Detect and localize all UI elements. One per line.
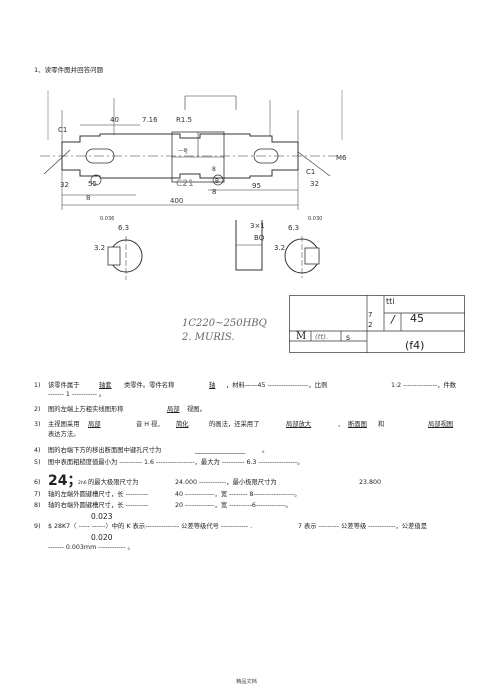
dim-c1-right: C1 <box>306 168 315 176</box>
part-drawing: 40 7.16 R1.5 C1 32 55 8 400 95 C1 32 M6 … <box>40 90 347 280</box>
q4-text-c: 。 <box>262 447 269 454</box>
tb-s: s <box>346 333 351 342</box>
tb-f4: (f4) <box>405 339 425 352</box>
q6-big-number: 24； <box>48 473 82 489</box>
q1-text-e: ，材料——45 ------------------，比例 <box>226 382 328 389</box>
q3-answer-5: 局部视图 <box>428 421 454 428</box>
q6-text-b: 24.000 ------------，最小极限尺寸为 <box>175 479 277 486</box>
q6-text-c: 23.800 <box>359 479 382 486</box>
q9-num: 9) <box>34 523 41 530</box>
dim-8-center: 8 <box>212 166 216 173</box>
q3-text-e: 的画法，还采用了 <box>209 421 260 428</box>
q9-upper-tol: 0.023 <box>91 512 113 521</box>
note-hardness: 1C220~250HBQ <box>182 318 267 329</box>
q8-text-b: 20 -------------，宽 ----------6----------… <box>175 502 292 509</box>
q3-text-i: 和 <box>378 421 385 428</box>
q8-num: 8) <box>34 502 41 509</box>
q3-answer-3: 局部放大 <box>286 421 312 428</box>
dim-7-16: 7.16 <box>142 116 158 124</box>
q3-text-c: 音 H 视， <box>136 421 164 428</box>
q3-text-a: 主视图采用 <box>48 421 80 428</box>
q7-num: 7) <box>34 491 41 498</box>
q1-text-a: 该零件属于 <box>48 382 80 389</box>
tb-m: M <box>296 331 307 342</box>
q9-text-b: 7 表示 --------- 公差等级 ------------，公差值是 <box>298 523 427 530</box>
q1-text-g: ------- 1 ----------- 。 <box>48 391 106 398</box>
q4-text-a: 图的右端下方的移出断面图中键孔尺寸为 <box>48 447 162 454</box>
q7-text-b: 40 -------------，宽 -------- 8-----------… <box>175 491 301 498</box>
tb-tt: (tt). <box>315 333 329 341</box>
dim-55: 55 <box>88 180 97 188</box>
q3-text-k: 表达方法。 <box>48 431 80 438</box>
note-muris: 2. MURIS. <box>182 332 235 343</box>
q6-small-sub: 2h6 <box>78 481 87 486</box>
dim-8-right: 8 <box>212 188 216 196</box>
title-block <box>289 295 465 353</box>
q9-text-c: ------- 0.003mm ------------ 。 <box>48 544 134 551</box>
marker-b: B <box>215 178 219 185</box>
footer-label: 精品文档 <box>236 679 257 685</box>
tb-45: 45 <box>410 312 424 325</box>
q5-num: 5) <box>34 459 41 466</box>
q1-text-c: 类零件。零件名称 <box>124 382 175 389</box>
q6-num: 6) <box>34 479 41 486</box>
dim-c21: C21 <box>176 179 194 189</box>
dim-tol-right: 0.030 <box>308 216 322 222</box>
dim-400: 400 <box>170 197 183 205</box>
q1-num: 1) <box>34 382 41 389</box>
q3-num: 3) <box>34 421 41 428</box>
dim-3x1: 3×1 <box>250 222 265 230</box>
q4-blank: ________________ <box>195 447 246 454</box>
q2-answer: 局部 <box>167 406 180 413</box>
page-title: 1、读零件图并回答问题 <box>34 66 104 74</box>
dim-6-3-right: 6.3 <box>288 224 299 232</box>
q5-text: 图中表面粗糙度值最小为 ---------- 1.6 -------------… <box>48 459 304 466</box>
dim-3-2-left: 3.2 <box>94 244 105 252</box>
q4-num: 4) <box>34 447 41 454</box>
q3-answer-1: 局部 <box>88 421 101 428</box>
q3-answer-4: 断面图 <box>348 421 367 428</box>
tb-tti: tti <box>386 297 395 306</box>
q3-text-g: 、 <box>338 421 345 428</box>
dim-c1-left: C1 <box>58 126 67 134</box>
q1-text-f: 1:2 ---------------，件数 <box>391 382 457 389</box>
q7-text-a: 轴的左端外圆键槽尺寸，长 ---------- <box>48 491 149 498</box>
dim-m6: M6 <box>336 154 347 162</box>
dim-8-left: 8 <box>86 194 90 202</box>
dim-tol-left: 0.036 <box>100 216 114 222</box>
dim-40: 40 <box>110 116 119 124</box>
dim-32-left: 32 <box>60 181 69 189</box>
tb-slash: / <box>391 313 395 326</box>
q6-text-a: 的最大极限尺寸为 <box>88 479 139 486</box>
q3-answer-2: 简化 <box>176 421 189 428</box>
q1-answer-category: 轴套 <box>99 382 112 389</box>
q2-num: 2) <box>34 406 41 413</box>
dim-bq: BQ <box>254 234 265 242</box>
dim-95: 95 <box>252 182 261 190</box>
dim-r1-5: R1.5 <box>176 116 192 124</box>
dim-6-3-left: 6.3 <box>118 224 129 232</box>
dim-center-label: 一号 <box>178 149 188 155</box>
q2-text-c: 视图。 <box>187 406 206 413</box>
q9-text-a: $ 28K7（ ----- ------）中的 K 表示------------… <box>48 523 253 530</box>
tb-7: 7 <box>368 311 373 319</box>
q8-text-a: 轴的右端外圆键槽尺寸，长 ---------- <box>48 502 149 509</box>
q9-lower-tol: 0.020 <box>91 533 113 542</box>
dim-32-right: 32 <box>310 180 319 188</box>
q2-text-a: 图的左端上方粗实线图形称 <box>48 406 124 413</box>
tb-2: 2 <box>368 321 373 329</box>
dim-3-2-right: 3.2 <box>274 244 285 252</box>
q1-answer-name: 轴 <box>209 382 216 389</box>
